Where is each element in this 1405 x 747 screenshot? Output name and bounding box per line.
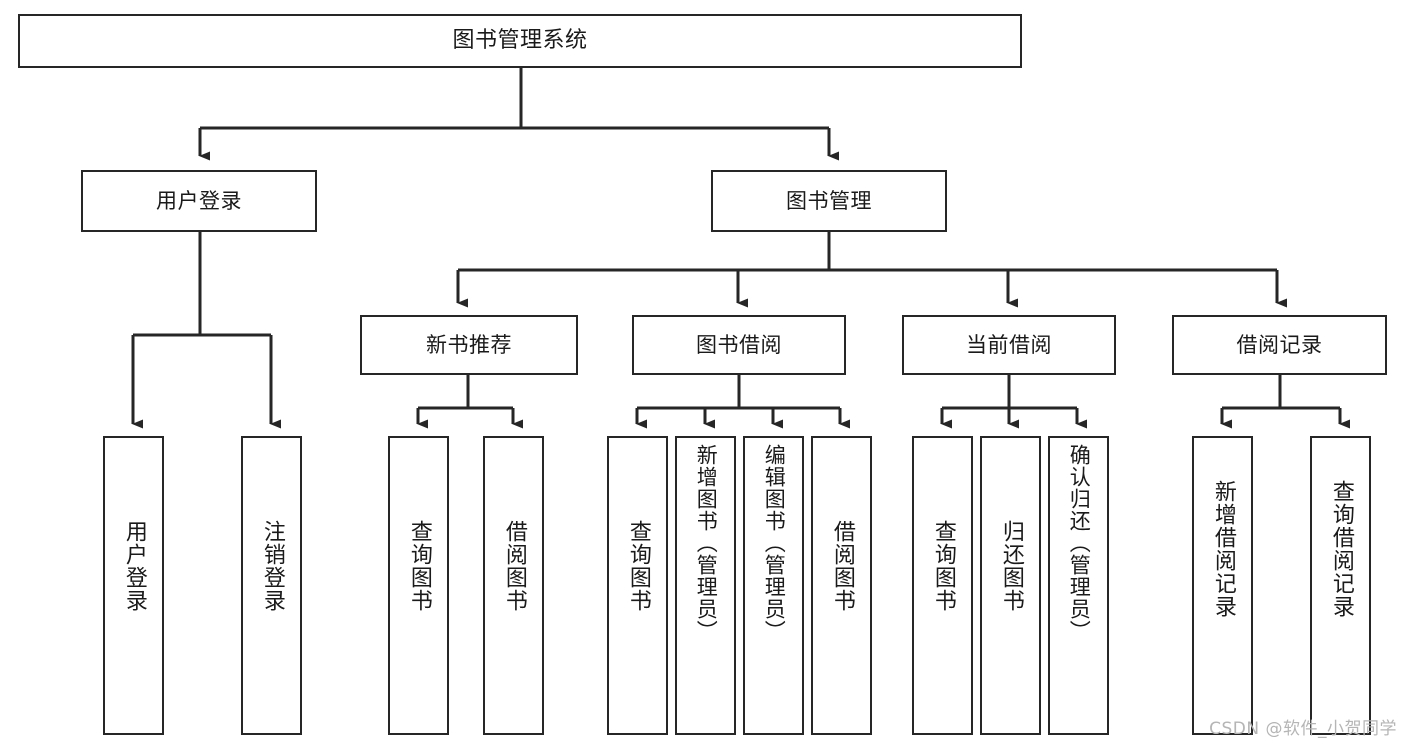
node-leaf-edit-book[interactable]: 编辑图书（管理员）: [743, 436, 804, 735]
node-label: 查询借阅记录: [1328, 480, 1354, 618]
node-label: 借阅图书: [829, 520, 855, 612]
node-book-manage[interactable]: 图书管理: [711, 170, 947, 232]
node-label: 用户登录: [156, 188, 242, 213]
node-leaf-query-book-1[interactable]: 查询图书: [388, 436, 449, 735]
node-label: 归还图书: [998, 520, 1024, 612]
node-label: 查询图书: [930, 520, 956, 612]
node-label: 新书推荐: [426, 332, 512, 357]
node-label: 图书管理: [786, 188, 872, 213]
node-leaf-return-book[interactable]: 归还图书: [980, 436, 1041, 735]
node-label: 查询图书: [406, 520, 432, 612]
node-book-borrow[interactable]: 图书借阅: [632, 315, 846, 375]
node-label: 注销登录: [259, 520, 285, 612]
node-label: 新增图书（管理员）: [694, 444, 719, 642]
node-label: 确认归还（管理员）: [1067, 444, 1092, 642]
node-leaf-add-book[interactable]: 新增图书（管理员）: [675, 436, 736, 735]
node-label: 借阅记录: [1236, 332, 1323, 357]
node-root-book-management-system[interactable]: 图书管理系统: [18, 14, 1022, 68]
node-leaf-logout[interactable]: 注销登录: [241, 436, 302, 735]
watermark-text: CSDN @软件_小贺同学: [1209, 719, 1397, 739]
node-leaf-query-record[interactable]: 查询借阅记录: [1310, 436, 1371, 735]
node-leaf-borrow-book-1[interactable]: 借阅图书: [483, 436, 544, 735]
node-label: 用户登录: [121, 520, 147, 612]
node-leaf-query-book-2[interactable]: 查询图书: [607, 436, 668, 735]
node-current-borrow[interactable]: 当前借阅: [902, 315, 1116, 375]
node-borrow-record[interactable]: 借阅记录: [1172, 315, 1387, 375]
node-leaf-query-book-3[interactable]: 查询图书: [912, 436, 973, 735]
node-label: 编辑图书（管理员）: [762, 444, 787, 642]
node-leaf-add-record[interactable]: 新增借阅记录: [1192, 436, 1253, 735]
node-label: 查询图书: [625, 520, 651, 612]
node-leaf-borrow-book-2[interactable]: 借阅图书: [811, 436, 872, 735]
node-label: 图书管理系统: [452, 28, 588, 54]
node-label: 借阅图书: [501, 520, 527, 612]
node-leaf-confirm-return[interactable]: 确认归还（管理员）: [1048, 436, 1109, 735]
node-label: 图书借阅: [696, 332, 782, 357]
node-user-login[interactable]: 用户登录: [81, 170, 317, 232]
node-label: 新增借阅记录: [1210, 480, 1236, 618]
node-label: 当前借阅: [966, 332, 1052, 357]
node-leaf-user-login[interactable]: 用户登录: [103, 436, 164, 735]
node-new-book-recommend[interactable]: 新书推荐: [360, 315, 578, 375]
